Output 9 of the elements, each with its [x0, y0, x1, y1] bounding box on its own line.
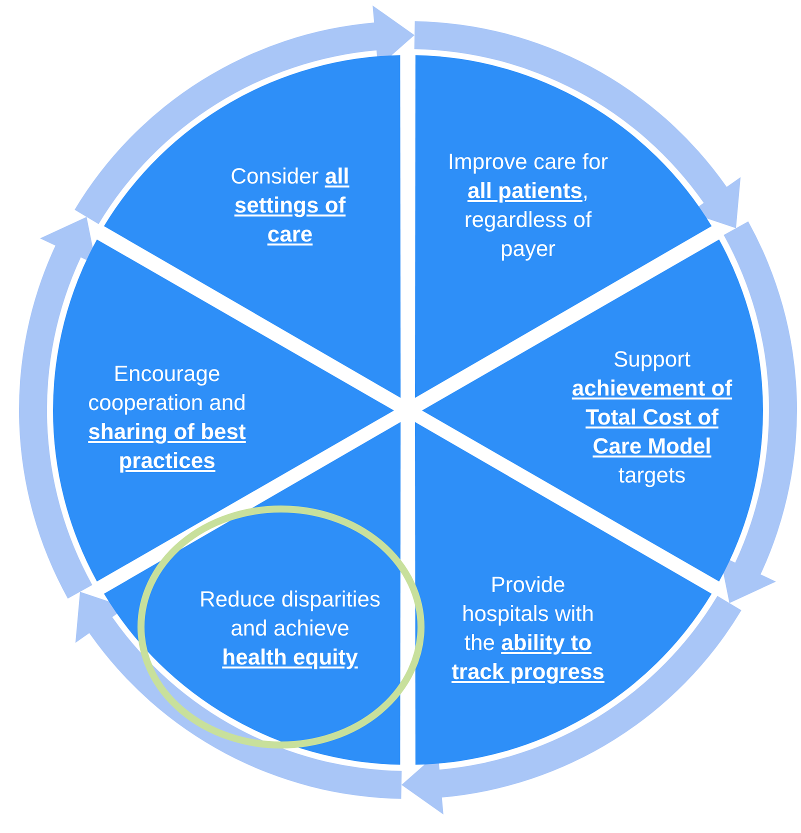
- cycle-arrow: [74, 6, 414, 224]
- segment-text: Improve care for all patients, regardless of payer: [447, 148, 609, 263]
- segment-text: Consider all settings of care: [230, 162, 350, 248]
- segment-text: Encourage cooperation and sharing of best practices: [87, 360, 247, 475]
- segment-text: Support achievement of Total Cost of Care Model targets: [570, 346, 734, 490]
- segment-text: Reduce disparities and achieve health equity: [198, 585, 382, 672]
- cycle-arrow: [414, 21, 741, 228]
- segment-text: Provide hospitals with the ability to track progress: [450, 570, 606, 686]
- cycle-arrow: [402, 596, 742, 814]
